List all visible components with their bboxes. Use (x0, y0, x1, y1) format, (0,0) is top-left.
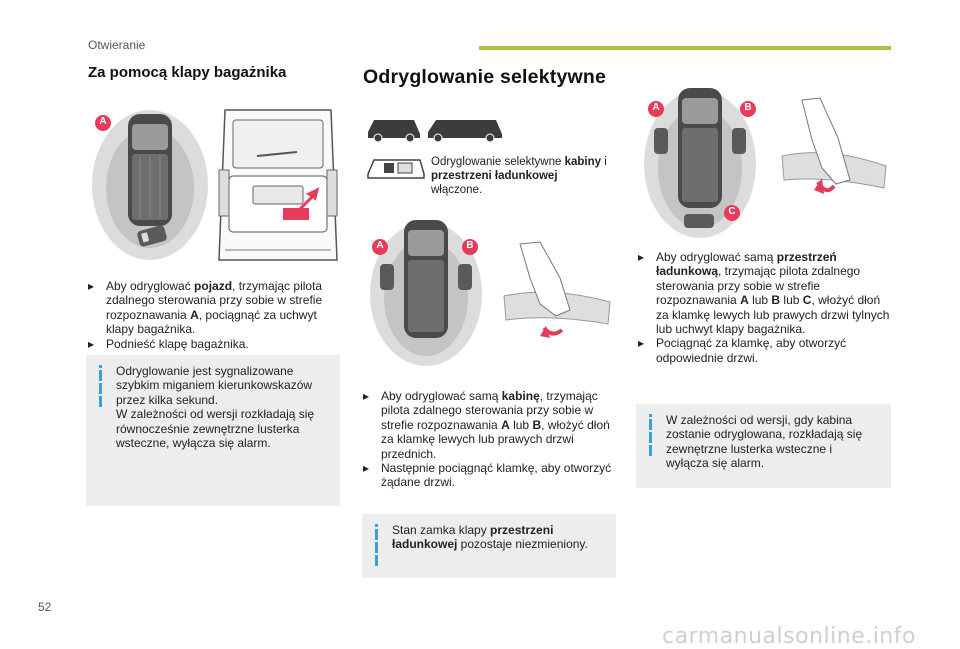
zone-ab-badges (372, 239, 478, 255)
arrow-bullet-icon: ▸ (638, 336, 645, 351)
bullet-text: , trzymając pilota zdalnego sterowania p… (106, 279, 323, 322)
bullet-bold: A (740, 293, 749, 308)
info-icon (372, 524, 381, 568)
status-bold: kabiny (564, 156, 602, 168)
info-plain: Stan zamka klapy (392, 523, 491, 537)
bullet-bold: przestrzeń ładunkową (656, 250, 837, 279)
cargo-instructions: ▸ Aby odryglować samą przestrzeń ładunko… (638, 250, 892, 365)
car-zones-ab-illustration (370, 220, 482, 366)
car-zone-a-illustration (92, 110, 208, 260)
arrow-bullet-icon: ▸ (363, 389, 370, 403)
tailgate-heading: Za pomocą klapy bagażnika (88, 64, 287, 81)
bullet-text: , włożyć dłoń za klamkę lewych lub prawy… (656, 293, 890, 337)
bullet-text: , włożyć dłoń za klamkę lewych lub prawy… (381, 417, 610, 461)
page-number: 52 (38, 600, 52, 614)
watermark-text: carmanualsonline.info (662, 624, 916, 649)
info-text: W zależności od wersji, gdy kabina zosta… (666, 413, 863, 471)
status-text: i (601, 156, 607, 168)
zone-a-badge (95, 115, 111, 131)
bullet-bold: kabinę (501, 389, 540, 403)
info-plain: pozostaje niezmieniony. (457, 537, 588, 552)
status-text: Odryglowanie selektywne (431, 156, 565, 168)
zone-a-badge-label: A (376, 240, 384, 251)
cabin-instructions: ▸ Aby odryglować samą kabinę, trzymając … (363, 389, 615, 490)
cabin-bullet-2: ▸ Następnie pociągnąć klamkę, aby otworz… (363, 461, 615, 490)
bullet-bold: B (532, 417, 542, 432)
bullet-bold: pojazd (194, 279, 233, 293)
zone-b-badge-label: B (466, 240, 474, 251)
bullet-text: Pociągnąć za klamkę, aby otworzyć odpowi… (656, 336, 847, 365)
status-bold: przestrzeni ładunkowej (431, 170, 558, 182)
tailgate-instructions: ▸ Aby odryglować pojazd, trzymając pilot… (88, 279, 340, 351)
tailgate-illustration (218, 109, 338, 261)
info-icon (96, 365, 105, 409)
info-icon (646, 414, 655, 458)
zone-abc-badges (648, 101, 756, 221)
bullet-text: , trzymając pilota zdalnego sterowania p… (381, 389, 598, 432)
arrow-bullet-icon: ▸ (638, 250, 645, 264)
cargo-bullet-1: ▸ Aby odryglować samą przestrzeń ładunko… (638, 250, 892, 336)
tailgate-info-box: Odryglowanie jest sygnalizowane szybkim … (86, 355, 340, 506)
zone-a-badge-label: A (99, 116, 107, 127)
arrow-bullet-icon: ▸ (88, 336, 95, 351)
zone-c-badge-label: C (728, 206, 736, 217)
section-label: Otwieranie (88, 38, 146, 52)
vans-illustration (367, 120, 502, 179)
arrow-bullet-icon: ▸ (363, 461, 370, 476)
info-text: Stan zamka klapy przestrzeni ładunkowej … (392, 523, 592, 552)
selective-status-text: Odryglowanie selektywne kabiny i przestr… (431, 155, 621, 197)
bullet-text: Aby odryglować samą (381, 389, 502, 403)
tailgate-bullet-2: ▸ Podnieść klapę bagażnika. (88, 337, 340, 351)
cargo-bullet-2: ▸ Pociągnąć za klamkę, aby otworzyć odpo… (638, 336, 892, 365)
info-bold: przestrzeni ładunkowej (392, 523, 554, 552)
bullet-text: lub (780, 293, 803, 308)
bullet-text: Aby odryglować samą (656, 250, 777, 264)
car-zones-abc-illustration (644, 88, 756, 238)
tailgate-bullet-1: ▸ Aby odryglować pojazd, trzymając pilot… (88, 279, 340, 337)
bullet-text: lub (509, 417, 533, 432)
bullet-text: , pociągnąć za uchwyt klapy bagażnika. (106, 307, 317, 337)
status-text: włączone. (431, 184, 483, 196)
bullet-bold: A (501, 417, 510, 432)
bullet-bold: C (802, 293, 812, 308)
selective-unlock-heading: Odryglowanie selektywne (363, 66, 607, 88)
bullet-bold: A (190, 307, 199, 322)
hand-handle-illustration (503, 241, 611, 338)
section-rule (479, 46, 891, 50)
bullet-text: Podnieść klapę bagażnika. (106, 336, 249, 351)
bullet-text: Następnie pociągnąć klamkę, aby otworzyć… (381, 461, 612, 490)
cabin-info-box: Stan zamka klapy przestrzeni ładunkowej … (362, 514, 616, 578)
info-text: Odryglowanie jest sygnalizowane szybkim … (116, 364, 315, 451)
zone-b-badge-label: B (744, 102, 752, 113)
zone-a-badge-label: A (652, 102, 660, 113)
bullet-text: , trzymając pilota zdalnego sterowania p… (656, 264, 861, 308)
bullet-text: lub (748, 293, 772, 308)
cargo-info-box: W zależności od wersji, gdy kabina zosta… (636, 404, 891, 488)
hand-rear-handle-illustration (781, 97, 887, 194)
bullet-bold: B (771, 293, 781, 308)
cabin-bullet-1: ▸ Aby odryglować samą kabinę, trzymając … (363, 389, 615, 461)
bullet-text: Aby odryglować (106, 279, 195, 293)
arrow-bullet-icon: ▸ (88, 279, 95, 293)
